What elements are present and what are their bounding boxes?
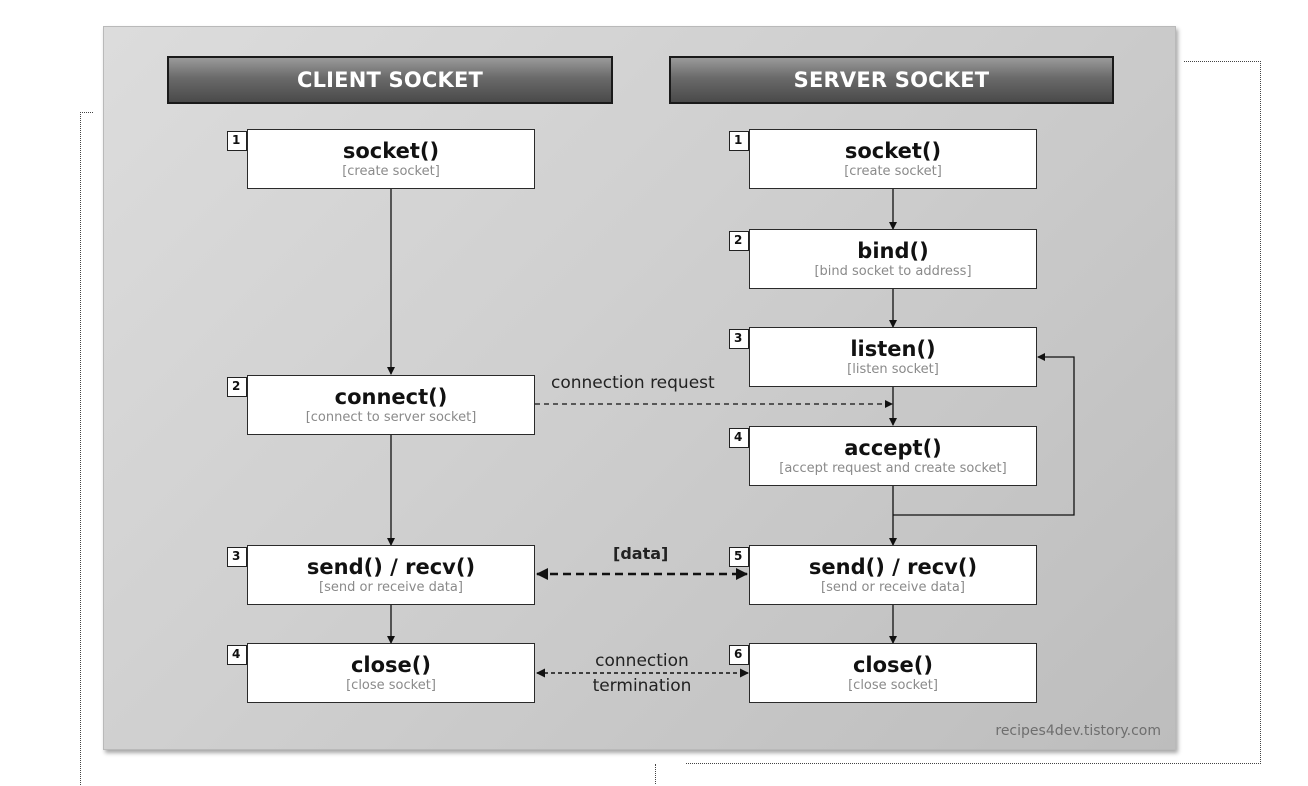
server-step-description: [create socket] [844,164,942,179]
server-step-socket: socket() [create socket] [749,129,1037,189]
dotted-outline-right [1184,61,1261,764]
termination-label-line1: connection [595,651,689,671]
server-step-function: send() / recv() [808,555,978,579]
server-step-number: 1 [729,131,749,151]
client-step-close: close() [close socket] [247,643,535,703]
server-step-accept: accept() [accept request and create sock… [749,426,1037,486]
server-step-number: 4 [729,428,749,448]
connection-request-label: connection request [551,373,715,393]
client-step-number: 1 [227,131,247,151]
client-step-description: [connect to server socket] [305,410,477,425]
client-step-number: 3 [227,547,247,567]
client-step-description: [create socket] [342,164,440,179]
server-step-number: 6 [729,645,749,665]
server-socket-header: SERVER SOCKET [669,56,1114,104]
client-step-number: 4 [227,645,247,665]
server-step-bind: bind() [bind socket to address] [749,229,1037,289]
server-step-description: [accept request and create socket] [779,461,1007,476]
dotted-outline-bottom [686,763,1261,764]
client-step-send-recv: send() / recv() [send or receive data] [247,545,535,605]
server-step-description: [close socket] [848,678,938,693]
server-step-description: [listen socket] [847,362,939,377]
server-step-description: [send or receive data] [821,580,965,595]
data-label: [data] [613,544,669,563]
arrow-accept-loop-to-listen [893,353,1075,516]
server-step-number: 2 [729,231,749,251]
server-step-function: bind() [857,239,929,263]
client-step-function: socket() [342,139,440,163]
server-step-listen: listen() [listen socket] [749,327,1037,387]
server-step-function: listen() [850,337,936,361]
client-step-connect: connect() [connect to server socket] [247,375,535,435]
server-step-number: 3 [729,329,749,349]
client-socket-header: CLIENT SOCKET [167,56,613,104]
client-step-function: send() / recv() [306,555,476,579]
dotted-outline-stub [655,764,656,784]
server-step-function: socket() [844,139,942,163]
client-step-socket: socket() [create socket] [247,129,535,189]
server-step-function: close() [852,653,933,677]
server-step-send-recv: send() / recv() [send or receive data] [749,545,1037,605]
client-step-function: connect() [334,385,448,409]
server-step-close: close() [close socket] [749,643,1037,703]
watermark: recipes4dev.tistory.com [995,723,1161,739]
termination-label-line2: termination [592,676,692,696]
client-step-description: [close socket] [346,678,436,693]
server-step-description: [bind socket to address] [814,264,972,279]
client-step-function: close() [350,653,431,677]
client-step-number: 2 [227,377,247,397]
server-step-function: accept() [844,436,942,460]
server-step-number: 5 [729,547,749,567]
client-step-description: [send or receive data] [319,580,463,595]
dotted-outline-left [80,112,93,785]
